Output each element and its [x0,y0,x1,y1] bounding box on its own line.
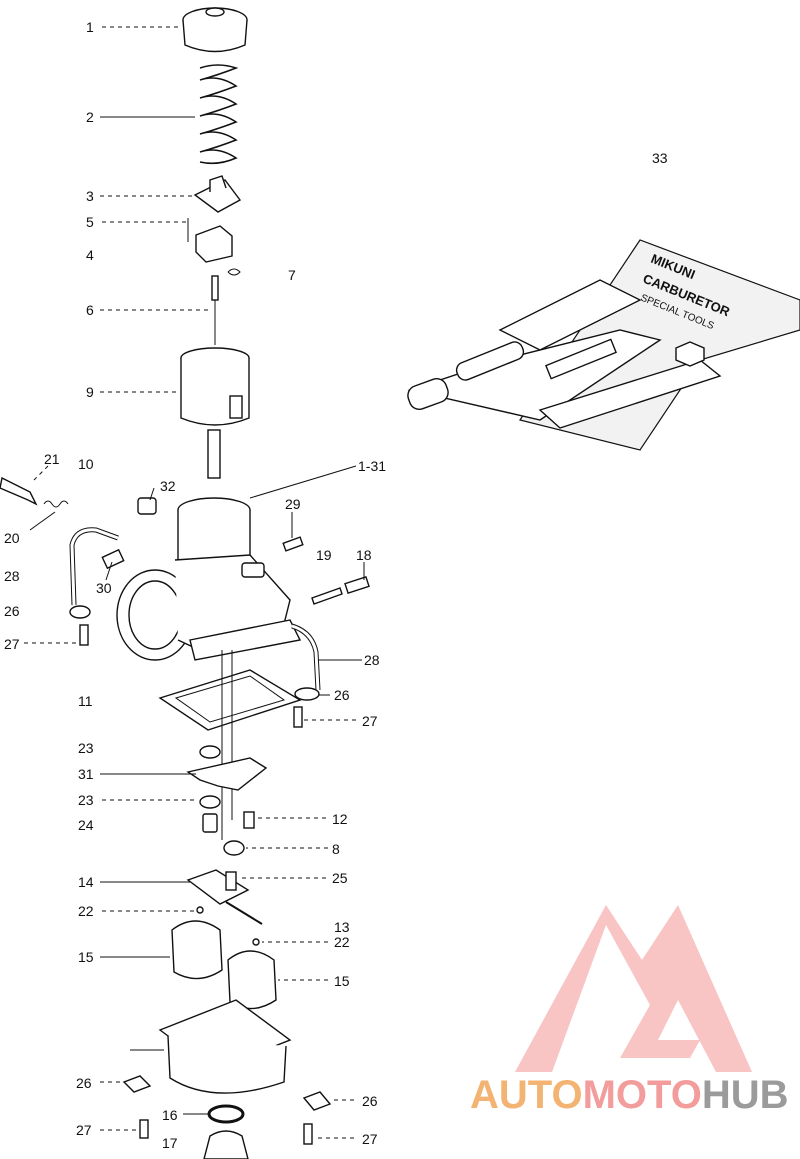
callout-22-left: 22 [78,903,94,919]
callout-23-bottom: 23 [78,792,94,808]
callout-13: 13 [334,919,350,935]
callout-20: 20 [4,530,20,546]
part-float-gasket [158,669,302,731]
callout-30: 30 [96,580,112,596]
callout-21: 21 [44,451,60,467]
part-idle-screw [311,575,370,605]
callout-18: 18 [356,547,372,563]
callout-10: 10 [78,456,94,472]
callout-27-left: 27 [4,636,20,652]
part-jet-needle [211,275,219,345]
part-bracket-31 [186,757,268,791]
part-pilot-jet [282,536,304,552]
callout-11: 11 [78,693,93,709]
callout-27-bottom-left: 27 [76,1122,92,1138]
callout-4: 4 [86,247,94,263]
part-needle-jet-24 [202,813,218,833]
part-washer-23a [199,745,221,759]
part-air-screw [0,476,69,508]
callout-33: 33 [652,150,668,166]
part-washer-23b [199,795,221,809]
part-carburetor-body [116,497,302,661]
part-clip-plate [193,175,242,213]
callout-16: 16 [162,1107,178,1123]
part-bushing-30 [101,548,125,570]
part-o-ring-16 [207,1104,245,1124]
svg-text:AUTOMOTOHUB: AUTOMOTOHUB [470,1073,789,1117]
watermark-auto: AUTO [470,1073,583,1117]
callout-5: 5 [86,214,94,230]
callout-1-31: 1-31 [358,458,386,474]
callout-27-bottom-right: 27 [362,1131,378,1147]
callout-22-right: 22 [334,934,350,950]
callout-27-right: 27 [362,713,378,729]
callout-31: 31 [78,766,94,782]
part-cap-32 [137,497,157,515]
callout-15-left: 15 [78,949,94,965]
callout-6: 6 [86,302,94,318]
part-e-clip [227,268,241,276]
watermark-triangle-icon [515,905,752,1072]
watermark-logo: AUTOMOTOHUB [470,905,789,1117]
part-drain-plug-17 [203,1130,249,1159]
callout-29: 29 [285,496,301,512]
callout-labels: 1 2 3 5 4 7 6 9 21 10 1-31 32 29 20 19 1… [4,19,668,1151]
leader-lines [24,26,365,1139]
callout-26-bottom-left: 26 [76,1075,92,1091]
part-tool-pouch: MIKUNI CARBURETOR SPECIAL TOOLS [407,239,800,451]
callout-12: 12 [332,811,348,827]
callout-8: 8 [332,841,340,857]
callout-26-left: 26 [4,603,20,619]
part-float-arm [186,869,250,905]
part-screw-27c [139,1119,149,1139]
watermark-moto: MOTO [583,1073,702,1117]
part-washer-8 [223,840,245,856]
part-ball-22a [196,906,204,914]
part-screw-27d [303,1123,313,1145]
callout-24: 24 [78,817,94,833]
part-right-hose [291,623,321,728]
part-throttle-slide [180,347,250,479]
watermark-hub: HUB [702,1073,789,1117]
part-floats [171,920,277,1010]
part-left-hose [69,527,119,646]
part-clamp-26d [302,1091,332,1111]
callout-19: 19 [316,547,332,563]
callout-32: 32 [160,478,176,494]
callout-3: 3 [86,188,94,204]
part-spring [199,64,239,165]
part-float-pin [225,901,263,925]
callout-15-right: 15 [334,973,350,989]
callout-9: 9 [86,384,94,400]
callout-14: 14 [78,874,94,890]
part-needle-holder [187,218,233,263]
part-ball-22b [252,938,260,946]
callout-2: 2 [86,109,94,125]
callout-7: 7 [288,267,296,283]
callout-26-bottom-right: 26 [362,1093,378,1109]
part-clamp-26c [122,1075,152,1093]
part-screw-12 [243,811,255,829]
callout-25: 25 [332,870,348,886]
callout-26-right: 26 [334,687,350,703]
callout-17: 17 [162,1135,178,1151]
callout-23-top: 23 [78,740,94,756]
part-top-cap [182,7,248,53]
part-float-bowl [158,999,292,1094]
callout-28-right: 28 [364,652,380,668]
callout-1: 1 [86,19,94,35]
callout-28-left: 28 [4,568,20,584]
